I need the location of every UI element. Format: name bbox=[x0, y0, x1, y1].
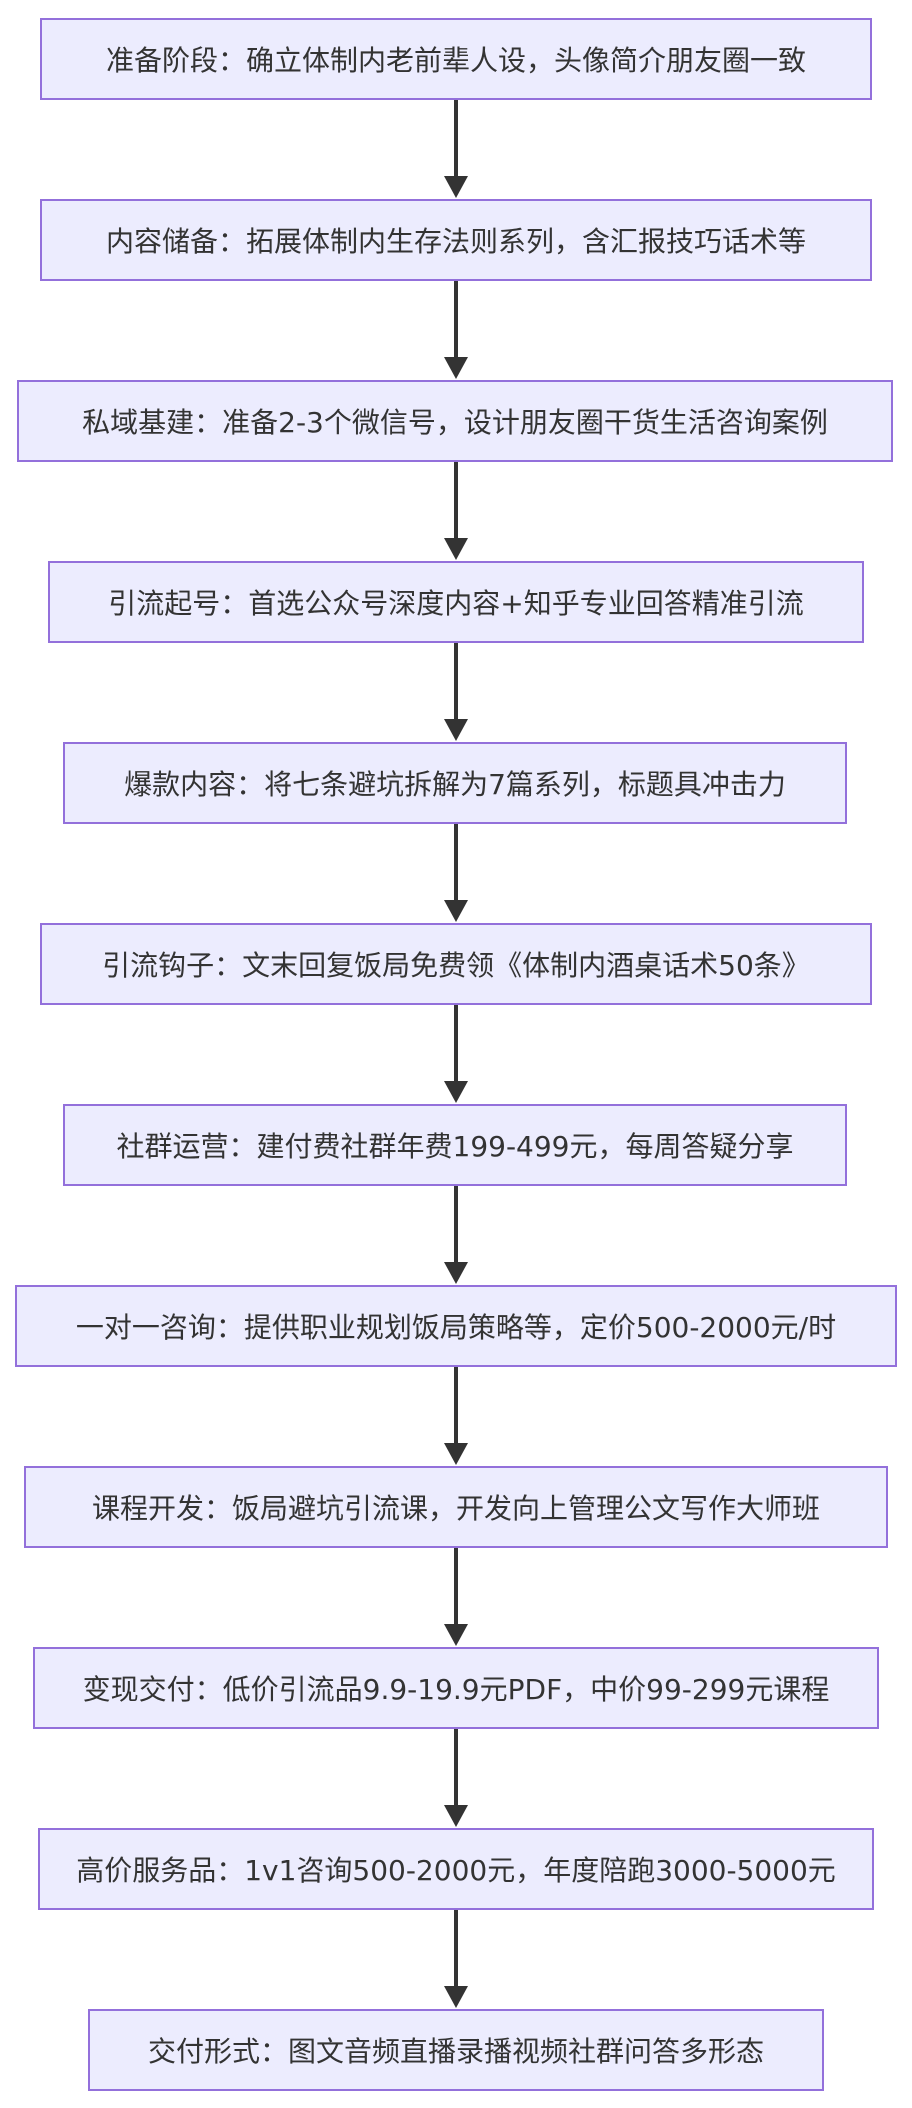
flow-arrow-down-icon bbox=[444, 100, 468, 198]
flow-step-label: 私域基建：准备2-3个微信号，设计朋友圈干货生活咨询案例 bbox=[82, 406, 828, 439]
flow-step-label: 引流起号：首选公众号深度内容+知乎专业回答精准引流 bbox=[108, 587, 804, 620]
flow-step-label: 爆款内容：将七条避坑拆解为7篇系列，标题具冲击力 bbox=[124, 768, 786, 801]
flow-step-preparation: 准备阶段：确立体制内老前辈人设，头像简介朋友圈一致 bbox=[40, 18, 872, 100]
flow-step-label: 一对一咨询：提供职业规划饭局策略等，定价500-2000元/时 bbox=[75, 1311, 837, 1344]
flow-step-label: 变现交付：低价引流品9.9-19.9元PDF，中价99-299元课程 bbox=[82, 1673, 830, 1706]
flow-step-label: 引流钩子：文末回复饭局免费领《体制内酒桌话术50条》 bbox=[102, 949, 810, 982]
flow-arrow-down-icon bbox=[444, 1548, 468, 1646]
flow-step-monetization: 变现交付：低价引流品9.9-19.9元PDF，中价99-299元课程 bbox=[33, 1647, 879, 1729]
flow-step-private-domain: 私域基建：准备2-3个微信号，设计朋友圈干货生活咨询案例 bbox=[17, 380, 893, 462]
flow-step-delivery-format: 交付形式：图文音频直播录播视频社群问答多形态 bbox=[88, 2009, 824, 2091]
flow-arrow-down-icon bbox=[444, 643, 468, 741]
flow-arrow-down-icon bbox=[444, 1367, 468, 1465]
flow-step-premium-service: 高价服务品：1v1咨询500-2000元，年度陪跑3000-5000元 bbox=[38, 1828, 874, 1910]
flow-step-traffic-launch: 引流起号：首选公众号深度内容+知乎专业回答精准引流 bbox=[48, 561, 864, 643]
flow-step-label: 交付形式：图文音频直播录播视频社群问答多形态 bbox=[147, 2035, 764, 2068]
flow-step-label: 课程开发：饭局避坑引流课，开发向上管理公文写作大师班 bbox=[91, 1492, 820, 1525]
flow-step-label: 社群运营：建付费社群年费199-499元，每周答疑分享 bbox=[116, 1130, 794, 1163]
flow-step-community: 社群运营：建付费社群年费199-499元，每周答疑分享 bbox=[63, 1104, 847, 1186]
flow-step-label: 内容储备：拓展体制内生存法则系列，含汇报技巧话术等 bbox=[105, 225, 806, 258]
flow-step-content-reserve: 内容储备：拓展体制内生存法则系列，含汇报技巧话术等 bbox=[40, 199, 872, 281]
flow-arrow-down-icon bbox=[444, 1910, 468, 2008]
flow-arrow-down-icon bbox=[444, 281, 468, 379]
flow-step-label: 准备阶段：确立体制内老前辈人设，头像简介朋友圈一致 bbox=[105, 44, 806, 77]
flow-step-one-on-one: 一对一咨询：提供职业规划饭局策略等，定价500-2000元/时 bbox=[15, 1285, 897, 1367]
flow-step-viral-content: 爆款内容：将七条避坑拆解为7篇系列，标题具冲击力 bbox=[63, 742, 847, 824]
flow-step-traffic-hook: 引流钩子：文末回复饭局免费领《体制内酒桌话术50条》 bbox=[40, 923, 872, 1005]
flow-arrow-down-icon bbox=[444, 1186, 468, 1284]
flow-step-label: 高价服务品：1v1咨询500-2000元，年度陪跑3000-5000元 bbox=[76, 1854, 836, 1887]
flow-arrow-down-icon bbox=[444, 824, 468, 922]
flow-arrow-down-icon bbox=[444, 1729, 468, 1827]
flow-step-course-dev: 课程开发：饭局避坑引流课，开发向上管理公文写作大师班 bbox=[24, 1466, 888, 1548]
flow-arrow-down-icon bbox=[444, 1005, 468, 1103]
flow-arrow-down-icon bbox=[444, 462, 468, 560]
